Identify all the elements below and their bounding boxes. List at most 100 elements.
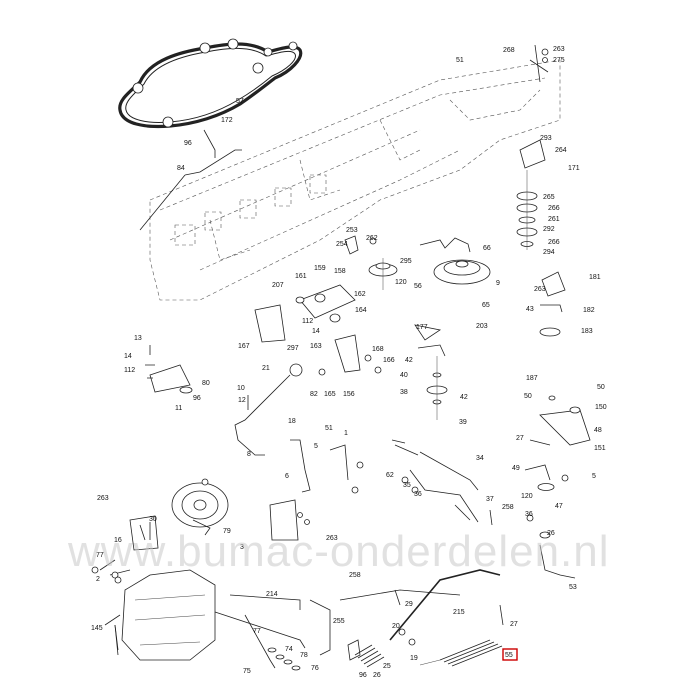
callout-9: 9	[496, 280, 500, 287]
callout-112: 112	[302, 318, 313, 325]
callout-26: 26	[373, 672, 381, 679]
callout-13: 13	[134, 335, 142, 342]
callout-166: 166	[383, 357, 395, 364]
callout-254: 254	[336, 241, 348, 248]
callout-258: 258	[502, 504, 514, 511]
callout-51: 51	[456, 57, 464, 64]
callout-19: 19	[410, 655, 418, 662]
callout-6: 6	[285, 473, 289, 480]
bolt-27	[499, 604, 504, 626]
spring-bracket	[419, 237, 471, 253]
callout-25: 25	[383, 663, 391, 670]
callout-12: 12	[238, 397, 246, 404]
callout-165: 165	[324, 391, 336, 398]
callout-11: 11	[175, 405, 182, 412]
callout-263: 263	[553, 46, 565, 53]
callout-177: 177	[416, 324, 428, 331]
callout-55: 55	[505, 652, 513, 659]
callout-171: 171	[568, 165, 580, 172]
callout-96: 96	[193, 395, 201, 402]
key-79	[192, 519, 211, 536]
arm-182	[540, 304, 563, 313]
bracket-181	[541, 271, 566, 297]
callout-168: 168	[372, 346, 384, 353]
callout-295: 295	[400, 258, 412, 265]
callout-156: 156	[343, 391, 355, 398]
callout-42: 42	[405, 357, 413, 364]
callout-258: 258	[349, 572, 361, 579]
callout-266: 266	[548, 205, 560, 212]
callout-34: 34	[476, 455, 484, 462]
callout-164: 164	[355, 307, 367, 314]
plate-263	[269, 499, 299, 541]
callout-40: 40	[400, 372, 408, 379]
callout-74: 74	[285, 646, 293, 653]
callout-161: 161	[295, 273, 307, 280]
callout-159: 159	[314, 265, 326, 272]
bracket-96	[347, 639, 361, 661]
rod-258	[339, 589, 461, 601]
callout-66: 66	[483, 245, 491, 252]
callout-151: 151	[594, 445, 606, 452]
axle-pin	[244, 614, 276, 669]
callout-265: 265	[543, 194, 555, 201]
callout-96: 96	[184, 140, 192, 147]
plate-30	[129, 515, 159, 551]
callout-162: 162	[354, 291, 366, 298]
spring-55	[439, 639, 503, 667]
bracket-18	[290, 439, 311, 493]
bolt-stack-13	[145, 345, 155, 379]
callout-39: 39	[459, 419, 467, 426]
callout-112: 112	[124, 367, 135, 374]
shift-lever	[234, 374, 291, 456]
callout-38: 38	[400, 389, 408, 396]
callout-5: 5	[592, 473, 596, 480]
callout-120: 120	[521, 493, 533, 500]
callout-27: 27	[510, 621, 518, 628]
transmission-pulley	[171, 482, 229, 528]
callout-207: 207	[272, 282, 284, 289]
callout-43: 43	[526, 306, 534, 313]
spring-20	[354, 644, 385, 668]
callout-79: 79	[223, 528, 231, 535]
drive-pulley	[433, 259, 491, 285]
pulley-183	[539, 327, 561, 337]
callout-255: 255	[333, 618, 345, 625]
callout-78: 78	[300, 652, 308, 659]
idler-pulley-stack	[516, 139, 546, 250]
callout-96: 96	[359, 672, 367, 679]
callout-18: 18	[288, 418, 296, 425]
callout-57: 57	[236, 98, 244, 105]
callout-50: 50	[597, 384, 605, 391]
bolt-145	[114, 624, 119, 656]
lift-rod	[184, 149, 242, 176]
knob-21	[289, 363, 303, 377]
pedal-arm	[409, 469, 479, 523]
callout-8: 8	[247, 451, 251, 458]
callout-263: 263	[326, 535, 338, 542]
callout-51: 51	[325, 425, 333, 432]
callout-182: 182	[583, 307, 595, 314]
clutch-bracket-assembly	[254, 284, 356, 343]
callout-214: 214	[266, 591, 278, 598]
callout-30: 30	[149, 516, 157, 523]
callout-172: 172	[221, 117, 233, 124]
callout-21: 21	[262, 365, 270, 372]
cable-215	[389, 569, 501, 641]
bracket-253	[344, 235, 359, 255]
callout-262: 262	[366, 235, 378, 242]
callout-3: 3	[240, 544, 244, 551]
bracket-268	[529, 44, 549, 83]
callout-36: 36	[525, 511, 533, 518]
callout-42: 42	[460, 394, 468, 401]
callout-120: 120	[395, 279, 407, 286]
drive-belt	[118, 38, 303, 129]
callout-20: 20	[392, 623, 400, 630]
callout-268: 268	[503, 47, 515, 54]
rod-214	[229, 594, 301, 610]
callout-53: 53	[569, 584, 577, 591]
callout-47: 47	[555, 503, 563, 510]
callout-150: 150	[595, 404, 607, 411]
callout-263: 263	[534, 286, 546, 293]
